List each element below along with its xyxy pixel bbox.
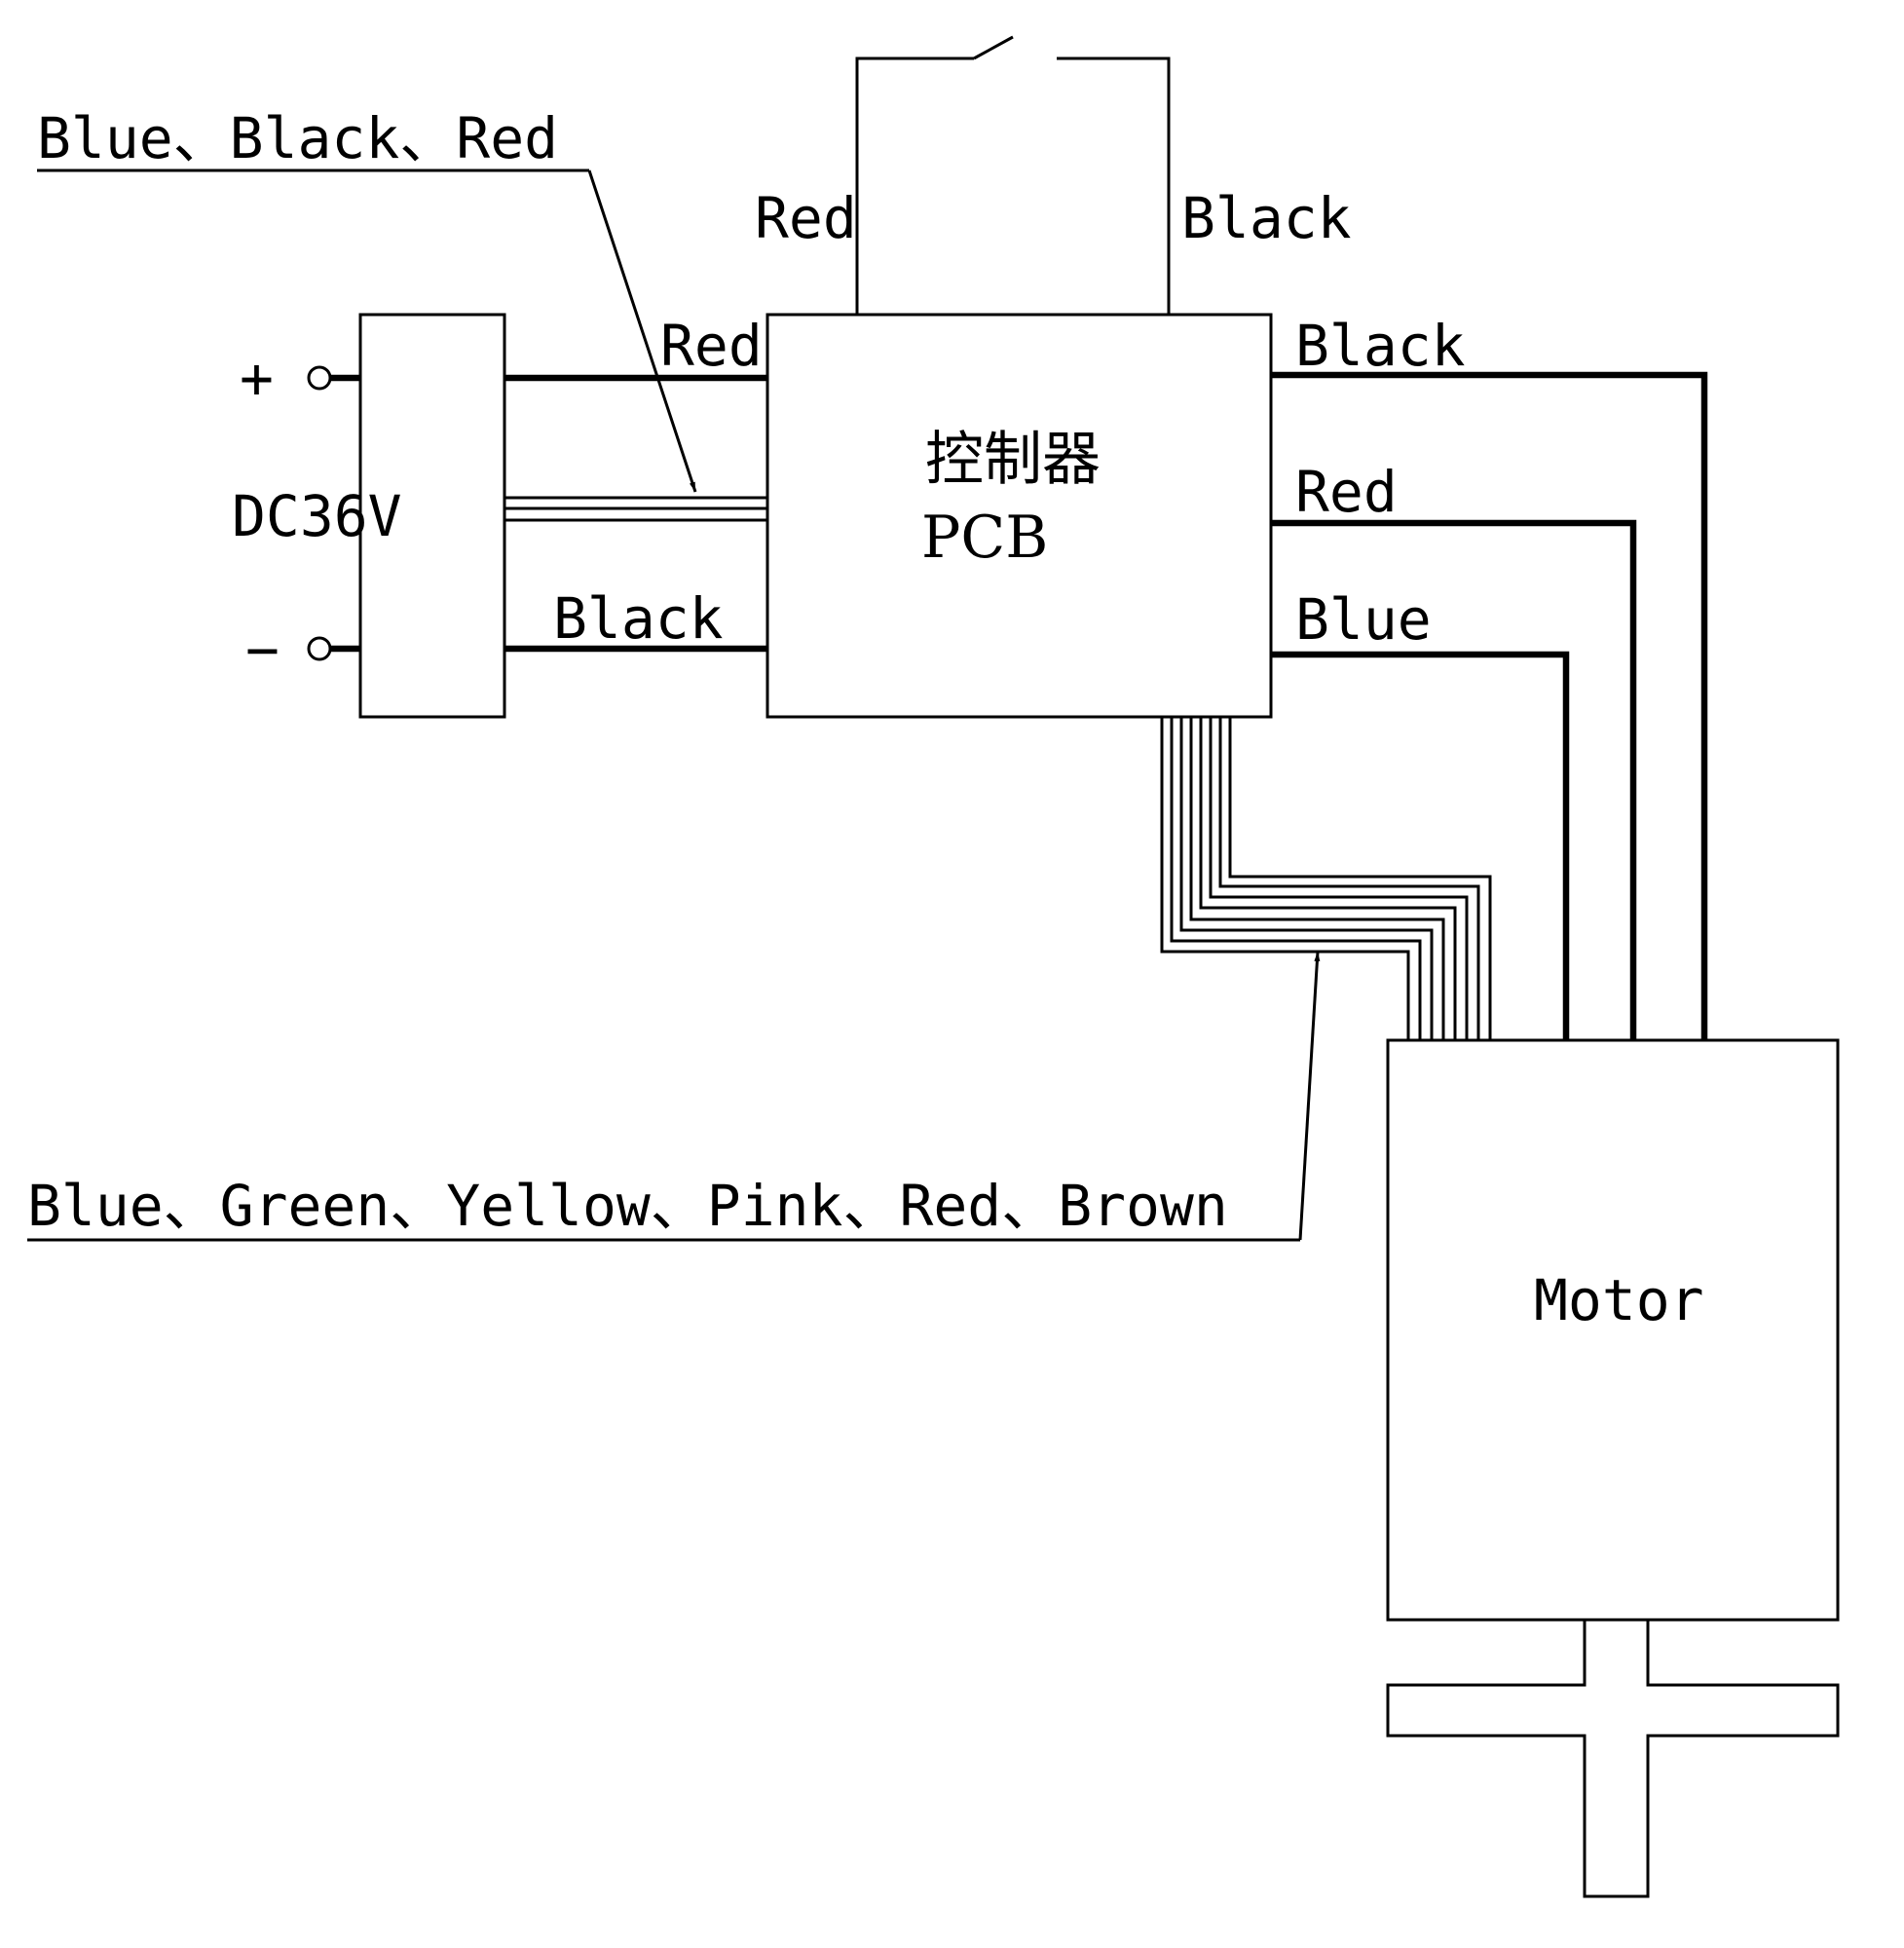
motor-black-wire-label: Black [1295, 313, 1466, 379]
controller-pcb-label: PCB [921, 504, 1048, 572]
motor-blue-wire-label: Blue [1295, 586, 1432, 653]
motor-label: Motor [1534, 1267, 1704, 1333]
input-bundle-callout-arrow [587, 169, 697, 493]
switch-left-wire-label: Red [755, 185, 857, 251]
input-bundle-callout-label: Blue、Black、Red [37, 105, 558, 171]
power-supply-label: DC36V [232, 483, 402, 549]
motor-red-wire [1271, 519, 1637, 1040]
negative-wire-label: Black [553, 585, 724, 652]
positive-terminal [307, 365, 332, 391]
hall-sensor-bundle [1160, 717, 1492, 1040]
controller-box [765, 313, 1273, 719]
negative-terminal [307, 636, 332, 661]
motor-shaft [1386, 1618, 1840, 1898]
controller-chinese-label: 控制器 [925, 426, 1101, 494]
positive-terminal-sign: + [240, 345, 274, 411]
motor-blue-wire [1271, 651, 1570, 1040]
negative-terminal-sign: − [245, 617, 280, 683]
motor-box [1386, 1038, 1840, 1622]
input-signal-bundle [504, 496, 767, 522]
switch [855, 35, 1171, 314]
positive-wire-label: Red [660, 313, 763, 379]
power-supply-box [358, 313, 506, 719]
hall-bundle-callout-arrow [1298, 951, 1321, 1241]
switch-right-wire-label: Black [1181, 185, 1352, 251]
motor-red-wire-label: Red [1295, 459, 1398, 525]
motor-black-wire [1271, 371, 1708, 1040]
hall-bundle-callout-label: Blue、Green、Yellow、Pink、Red、Brown [27, 1173, 1228, 1239]
